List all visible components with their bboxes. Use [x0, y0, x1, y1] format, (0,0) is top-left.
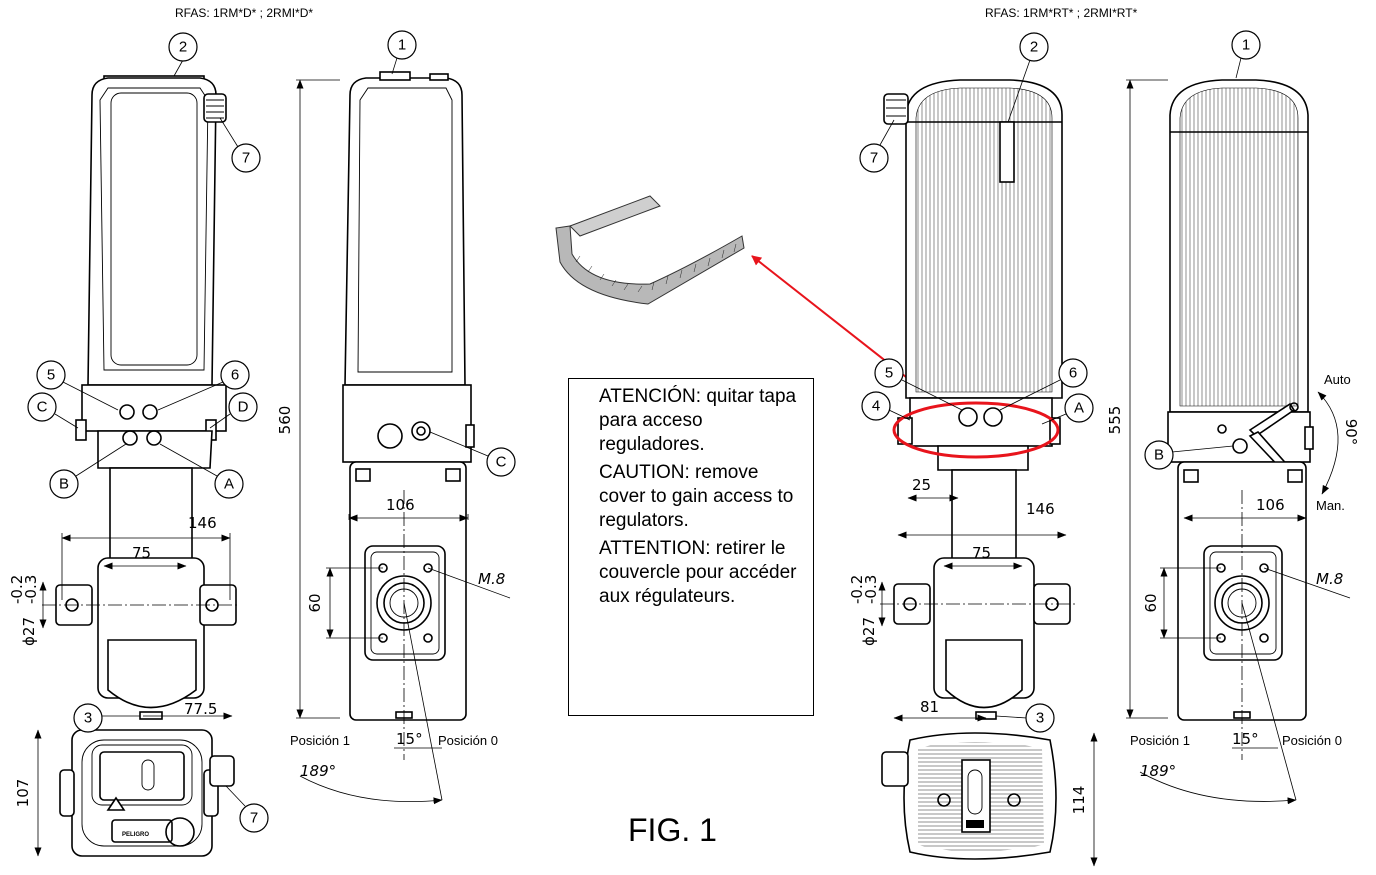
cover-part [555, 195, 745, 305]
callout-7-left-top: 7 [242, 150, 250, 167]
shaft-dia-left: ϕ27 [20, 617, 38, 646]
dim-77-5: 77.5 [184, 700, 217, 718]
callout-a-left: A [224, 476, 234, 493]
regulator-highlight [892, 401, 1060, 459]
callout-5-right: 5 [885, 365, 893, 382]
callout-b-right: B [1154, 447, 1164, 464]
shaft-dia-right: ϕ27 [860, 617, 878, 646]
dim-107: 107 [14, 779, 32, 808]
shaft-tol-upper-left: -0.2 [8, 575, 26, 604]
dim-height-left: 560 [276, 406, 294, 435]
dim-106-right: 106 [1256, 496, 1285, 514]
angle-15-right: 15° [1232, 730, 1259, 748]
view-side-left [296, 71, 511, 805]
figure-label: FIG. 1 [628, 812, 717, 848]
note-spanish: ATENCIÓN: quitar tapa para acceso regula… [599, 386, 797, 455]
callouts: 2 1 7 5 6 C D B A C 3 7 2 1 7 5 6 4 A [27, 30, 1261, 833]
dim-106-left: 106 [386, 496, 415, 514]
dim-81: 81 [920, 698, 939, 716]
callout-6-left: 6 [231, 367, 239, 384]
header-left-models: RFAS: 1RM*D* ; 2RMI*D* [175, 6, 314, 20]
callout-3-right: 3 [1036, 710, 1044, 727]
view-front-right [878, 79, 1076, 720]
note-french: ATTENTION: retirer le couvercle pour acc… [599, 538, 797, 607]
label-auto: Auto [1324, 372, 1351, 387]
thread-right: M.8 [1316, 570, 1343, 588]
note-english: CAUTION: remove cover to gain access to … [599, 462, 794, 531]
callout-2-left: 2 [179, 39, 187, 56]
dim-75-left: 75 [132, 544, 151, 562]
header-right-models: RFAS: 1RM*RT* ; 2RMI*RT* [985, 6, 1138, 20]
angle-189-right: 189° [1140, 762, 1176, 780]
pos1-right: Posición 1 [1130, 733, 1190, 748]
angle-90: 90° [1342, 419, 1360, 446]
label-man: Man. [1316, 498, 1345, 513]
callout-2-right: 2 [1030, 39, 1038, 56]
callout-5-left: 5 [47, 367, 55, 384]
pos0-right: Posición 0 [1282, 733, 1342, 748]
view-front-left [39, 75, 240, 720]
pos1-left: Posición 1 [290, 733, 350, 748]
callout-c-left: C [37, 399, 48, 416]
shaft-tol-lower-left: -0.3 [22, 575, 40, 604]
callout-4-right: 4 [872, 398, 880, 415]
view-bottom-left [34, 712, 235, 857]
dim-146-right: 146 [1026, 500, 1055, 518]
dim-height-right: 555 [1106, 406, 1124, 435]
callout-3-left: 3 [84, 710, 92, 727]
thread-left: M.8 [478, 570, 505, 588]
dim-114: 114 [1070, 786, 1088, 815]
shaft-tol-upper-right: -0.2 [848, 575, 866, 604]
caution-note-box: ATENCIÓN: quitar tapa para acceso regula… [568, 378, 814, 716]
warning-plate-text: PELIGRO [122, 832, 149, 838]
callout-7-right: 7 [870, 150, 878, 167]
dim-75-right: 75 [972, 544, 991, 562]
dim-146-left: 146 [188, 514, 217, 532]
view-side-right [1126, 79, 1351, 805]
dim-25: 25 [912, 476, 931, 494]
angle-189-left: 189° [300, 762, 336, 780]
callout-c-side: C [496, 454, 507, 471]
callout-7-left-bottom: 7 [250, 810, 258, 827]
dim-60-left: 60 [306, 593, 324, 612]
callout-b-left: B [59, 476, 69, 493]
angle-15-left: 15° [396, 730, 423, 748]
dim-60-right: 60 [1142, 593, 1160, 612]
view-bottom-right [881, 714, 1098, 867]
shaft-tol-lower-right: -0.3 [862, 575, 880, 604]
callout-6-right: 6 [1069, 365, 1077, 382]
callout-a-right: A [1074, 400, 1084, 417]
callout-1-left: 1 [398, 37, 406, 54]
pos0-left: Posición 0 [438, 733, 498, 748]
callout-1-right: 1 [1242, 37, 1250, 54]
callout-d-left: D [238, 399, 249, 416]
